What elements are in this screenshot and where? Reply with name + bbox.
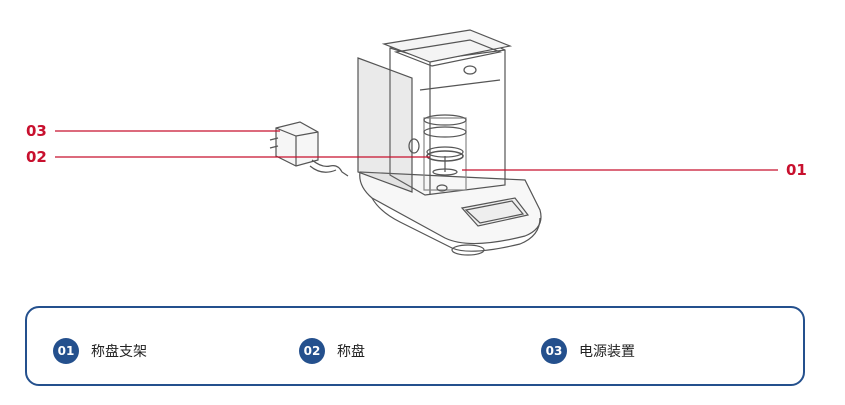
legend-badge-02: 02 — [299, 338, 325, 364]
callout-number-02: 02 — [26, 148, 47, 166]
legend-item-01: 01 称盘支架 — [53, 338, 147, 364]
legend-item-03: 03 电源装置 — [541, 338, 635, 364]
legend-badge-03: 03 — [541, 338, 567, 364]
legend-badge-01: 01 — [53, 338, 79, 364]
legend-label-01: 称盘支架 — [91, 344, 147, 360]
legend-label-02: 称盘 — [337, 344, 365, 360]
analytical-balance-illustration — [357, 29, 542, 256]
callout-lines — [55, 130, 778, 171]
legend-item-02: 02 称盘 — [299, 338, 365, 364]
callout-number-01: 01 — [786, 161, 807, 179]
power-adapter-illustration — [269, 121, 349, 177]
legend-box: 01 称盘支架 02 称盘 03 电源装置 — [25, 306, 805, 386]
callout-number-03: 03 — [26, 122, 47, 140]
legend-label-03: 电源装置 — [579, 344, 635, 360]
